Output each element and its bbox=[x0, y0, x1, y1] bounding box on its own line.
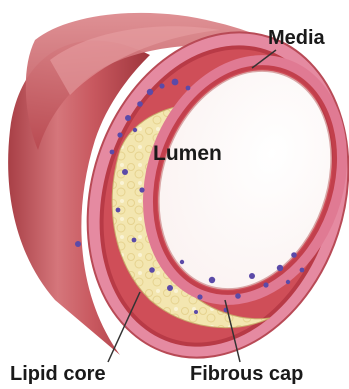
lumen-label: Lumen bbox=[153, 143, 222, 164]
media-label: Media bbox=[268, 28, 325, 48]
lipid-core-label: Lipid core bbox=[10, 364, 106, 384]
fibrous-cap-label: Fibrous cap bbox=[190, 364, 303, 384]
